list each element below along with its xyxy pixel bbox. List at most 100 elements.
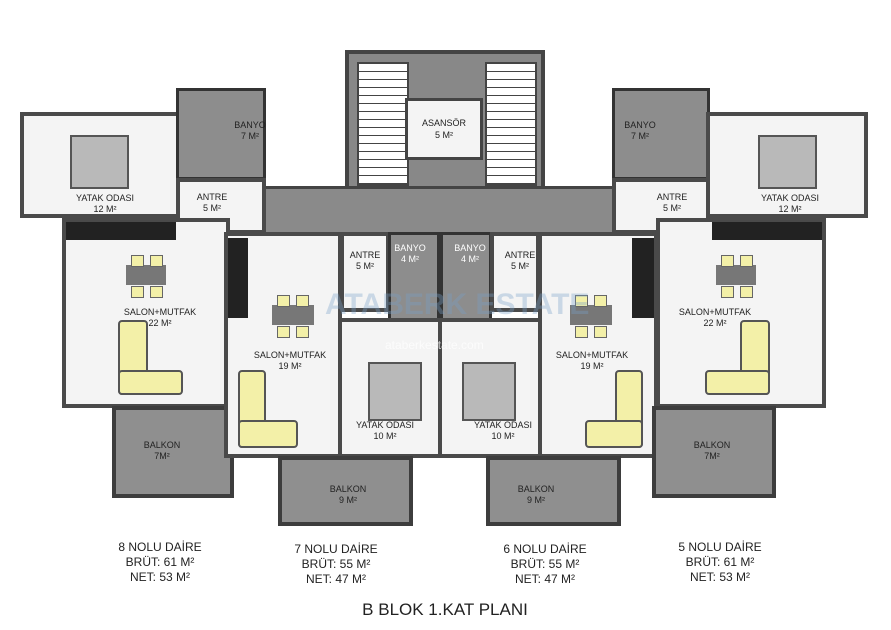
unit6-gross: BRÜT: 55 M²	[510, 557, 580, 571]
chair	[721, 255, 734, 267]
unit5-hall-label: ANTRE	[656, 192, 688, 202]
stairs-right	[485, 62, 537, 186]
unit8-info: 8 NOLU DAİRE BRÜT: 61 M² NET: 53 M²	[118, 540, 201, 585]
watermark-url: ataberkestate.com	[385, 338, 484, 352]
chair	[575, 295, 588, 307]
unit5-hall-area: 5 M²	[663, 203, 681, 213]
unit5-living-label: SALON+MUTFAK	[678, 307, 752, 317]
unit7-bath-area: 4 M²	[401, 254, 419, 264]
unit8-bed	[70, 135, 129, 189]
unit6-sofa-l	[585, 420, 643, 448]
unit7-name: 7 NOLU DAİRE	[294, 542, 378, 556]
unit5-balcony	[652, 406, 776, 498]
unit6-bedroom-label: YATAK ODASI	[473, 420, 533, 430]
unit7-kitchen	[228, 238, 248, 318]
unit8-net: NET: 53 M²	[129, 570, 191, 584]
unit7-hall-label: ANTRE	[349, 250, 381, 260]
unit8-name: 8 NOLU DAİRE	[118, 540, 202, 554]
unit5-bath	[612, 88, 710, 180]
unit5-net: NET: 53 M²	[689, 570, 751, 584]
unit8-bath-area: 7 M²	[241, 131, 259, 141]
unit5-table	[716, 265, 756, 285]
unit7-balcony-label: BALKON	[329, 484, 367, 494]
unit7-hall-area: 5 M²	[356, 261, 374, 271]
unit5-living-area: 22 M²	[703, 318, 727, 328]
stairs-left	[357, 62, 409, 186]
unit8-balcony	[112, 406, 234, 498]
unit6-balcony-label: BALKON	[517, 484, 555, 494]
unit7-bedroom-label: YATAK ODASI	[355, 420, 415, 430]
unit8-bedroom-label: YATAK ODASI	[75, 193, 135, 203]
unit6-bed	[462, 362, 516, 421]
chair	[277, 326, 290, 338]
chair	[296, 295, 309, 307]
unit6-balcony-area: 9 M²	[527, 495, 545, 505]
unit6-hall-label: ANTRE	[504, 250, 536, 260]
unit7-bedroom-area: 10 M²	[373, 431, 397, 441]
unit8-gross: BRÜT: 61 M²	[125, 555, 195, 569]
unit7-sofa-l	[238, 420, 298, 448]
unit5-kitchen	[712, 222, 822, 240]
unit6-info: 6 NOLU DAİRE BRÜT: 55 M² NET: 47 M²	[503, 542, 586, 587]
unit5-bed	[758, 135, 817, 189]
unit8-living-area: 22 M²	[148, 318, 172, 328]
unit5-bedroom-label: YATAK ODASI	[760, 193, 820, 203]
unit5-sofa-l	[705, 370, 770, 395]
unit8-bath-label: BANYO	[234, 120, 266, 130]
unit8-living-label: SALON+MUTFAK	[123, 307, 197, 317]
unit5-info: 5 NOLU DAİRE BRÜT: 61 M² NET: 53 M²	[678, 540, 761, 585]
unit6-bath-area: 4 M²	[461, 254, 479, 264]
chair	[296, 326, 309, 338]
unit5-balcony-area: 7M²	[704, 451, 720, 461]
unit7-bath-label: BANYO	[394, 243, 426, 253]
elevator-label: ASANSÖR	[421, 118, 467, 128]
unit6-net: NET: 47 M²	[514, 572, 576, 586]
unit5-bedroom-area: 12 M²	[778, 204, 802, 214]
chair	[131, 286, 144, 298]
unit8-hall-label: ANTRE	[196, 192, 228, 202]
unit6-hall-area: 5 M²	[511, 261, 529, 271]
chair	[150, 255, 163, 267]
chair	[740, 255, 753, 267]
unit6-table	[570, 305, 612, 325]
chair	[740, 286, 753, 298]
unit6-living-label: SALON+MUTFAK	[555, 350, 629, 360]
unit8-table	[126, 265, 166, 285]
unit8-sofa-l	[118, 370, 183, 395]
chair	[594, 326, 607, 338]
unit6-balcony	[486, 456, 621, 526]
unit5-gross: BRÜT: 61 M²	[685, 555, 755, 569]
unit8-balcony-area: 7M²	[154, 451, 170, 461]
elevator	[405, 98, 483, 160]
unit5-bath-label: BANYO	[624, 120, 656, 130]
unit7-info: 7 NOLU DAİRE BRÜT: 55 M² NET: 47 M²	[294, 542, 377, 587]
unit5-name: 5 NOLU DAİRE	[678, 540, 762, 554]
unit7-balcony	[278, 456, 413, 526]
chair	[575, 326, 588, 338]
elevator-area: 5 M²	[435, 130, 453, 140]
unit6-name: 6 NOLU DAİRE	[503, 542, 587, 556]
unit6-bath-label: BANYO	[454, 243, 486, 253]
chair	[131, 255, 144, 267]
unit8-balcony-label: BALKON	[143, 440, 181, 450]
unit6-kitchen	[632, 238, 654, 318]
chair	[277, 295, 290, 307]
unit7-gross: BRÜT: 55 M²	[301, 557, 371, 571]
unit7-table	[272, 305, 314, 325]
unit5-bedroom	[706, 112, 868, 218]
unit8-hall-area: 5 M²	[203, 203, 221, 213]
unit5-balcony-label: BALKON	[693, 440, 731, 450]
chair	[150, 286, 163, 298]
unit5-bath-area: 7 M²	[631, 131, 649, 141]
unit7-balcony-area: 9 M²	[339, 495, 357, 505]
unit7-living-area: 19 M²	[278, 361, 302, 371]
unit7-net: NET: 47 M²	[305, 572, 367, 586]
watermark-logo: ATABERK ESTATE	[325, 288, 590, 321]
unit8-bedroom-area: 12 M²	[93, 204, 117, 214]
unit7-bed	[368, 362, 422, 421]
unit7-living-label: SALON+MUTFAK	[253, 350, 327, 360]
unit8-kitchen	[66, 222, 176, 240]
plan-title: B BLOK 1.KAT PLANI	[362, 600, 528, 619]
chair	[721, 286, 734, 298]
